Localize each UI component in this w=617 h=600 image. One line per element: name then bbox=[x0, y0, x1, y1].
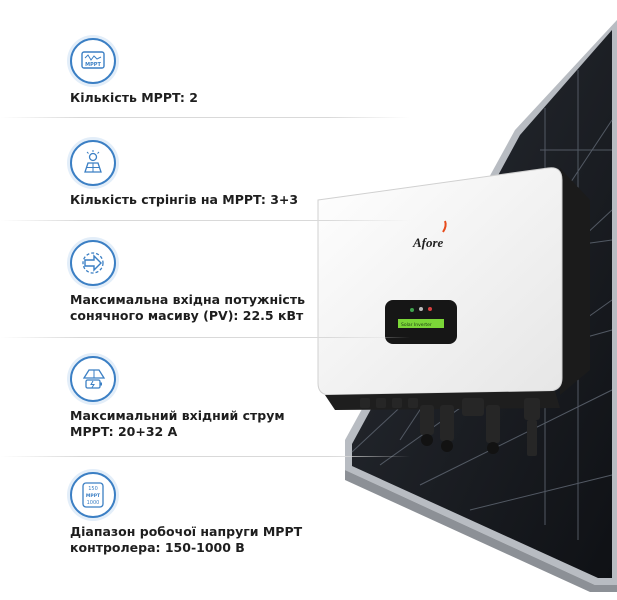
pv-input-power-icon bbox=[70, 240, 116, 286]
input-current-icon bbox=[70, 356, 116, 402]
spec-item-pv-power: Максимальна вхідна потужність сонячного … bbox=[0, 240, 410, 338]
spec-label: Діапазон робочої напруги MPPT контролера… bbox=[70, 524, 303, 555]
divider bbox=[0, 220, 410, 221]
mppt-monitor-icon: MPPT bbox=[70, 38, 116, 84]
spec-item-input-current: Максимальний вхідний струм MPPT: 20+32 A bbox=[0, 356, 410, 457]
voltage-range-icon: 150 MPPT 1000 bbox=[70, 472, 116, 518]
divider bbox=[0, 456, 410, 457]
spec-item-mppt-count: MPPT Кількість MPPT: 2 bbox=[0, 38, 410, 118]
svg-text:1000: 1000 bbox=[87, 500, 100, 506]
solar-string-icon bbox=[70, 140, 116, 186]
spec-label: Максимальна вхідна потужність сонячного … bbox=[70, 292, 305, 323]
divider bbox=[0, 337, 410, 338]
spec-item-voltage-range: 150 MPPT 1000 Діапазон робочої напруги M… bbox=[70, 472, 410, 556]
divider bbox=[0, 117, 410, 118]
spec-list: MPPT Кількість MPPT: 2 Кількіс bbox=[0, 38, 410, 556]
spec-label: Кількість MPPT: 2 bbox=[70, 90, 198, 105]
svg-text:MPPT: MPPT bbox=[86, 493, 101, 499]
spec-label: Кількість стрінгів на MPPT: 3+3 bbox=[70, 192, 299, 207]
spec-label: Максимальний вхідний струм MPPT: 20+32 A bbox=[70, 408, 285, 439]
spec-item-strings: Кількість стрінгів на MPPT: 3+3 bbox=[0, 140, 410, 221]
svg-text:MPPT: MPPT bbox=[85, 62, 101, 68]
svg-text:150: 150 bbox=[88, 486, 98, 492]
